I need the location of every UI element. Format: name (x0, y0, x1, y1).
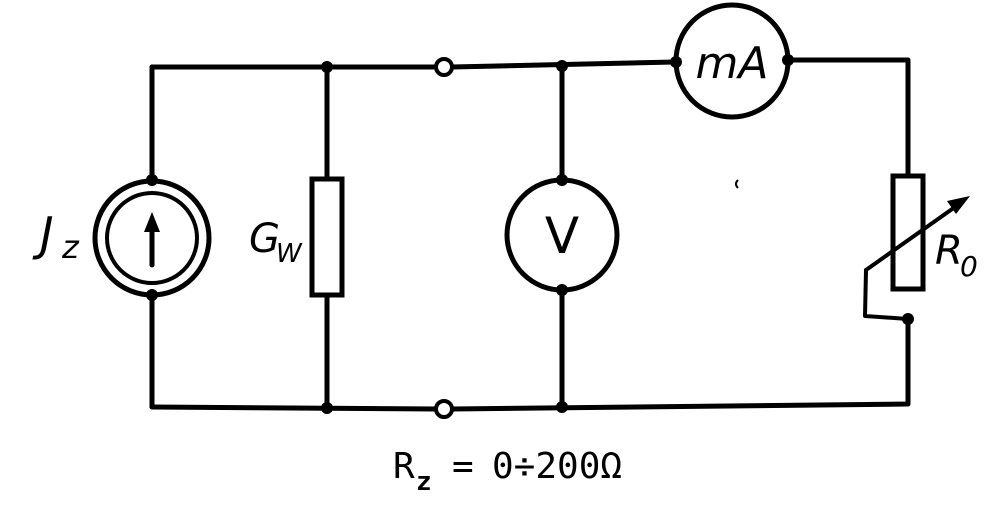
formula-subscript: z (416, 467, 432, 497)
wire-bottom-right (449, 316, 911, 412)
label-voltmeter: V (545, 207, 579, 265)
junction-nodes (146, 54, 914, 414)
current-source-arrow-head (144, 212, 160, 232)
r0-variable-arrow-head (947, 196, 970, 214)
node-gw-bottom (321, 402, 333, 414)
formula-equals: = (452, 446, 474, 487)
terminal-top (434, 57, 454, 77)
variable-resistor (864, 173, 970, 292)
r0-variable-arrow-shaft (864, 205, 957, 272)
current-source (92, 178, 212, 298)
node-v-bottom (556, 401, 568, 413)
node-source-top (146, 174, 158, 186)
gw-resistor (309, 176, 345, 298)
wire-bottom-left (149, 404, 439, 412)
label-resistor-sub: 0 (960, 250, 978, 283)
label-conductance: G (249, 216, 280, 262)
formula-range: 0÷200Ω (492, 446, 622, 487)
label-conductance-sub: W (276, 239, 303, 269)
label-current-source-sub: z (61, 228, 80, 266)
label-milliammeter: mA (696, 38, 769, 89)
node-ma-right (782, 54, 794, 66)
node-source-bottom (146, 289, 158, 301)
wire-top-right (785, 57, 911, 179)
stray-mark (735, 179, 739, 189)
node-v-lower (556, 284, 568, 296)
formula: R z = 0÷200Ω (393, 446, 622, 497)
node-r0-bottom (902, 313, 914, 325)
node-ma-left (670, 56, 682, 68)
wires (149, 57, 911, 412)
node-v-top (556, 60, 568, 72)
wire-r0-tap (863, 268, 910, 321)
node-v-upper (556, 174, 568, 186)
formula-symbol: R (393, 446, 415, 487)
label-resistor: R (935, 228, 963, 274)
node-gw-top (321, 61, 333, 73)
terminal-bottom (434, 399, 454, 419)
label-current-source: J (32, 207, 54, 261)
